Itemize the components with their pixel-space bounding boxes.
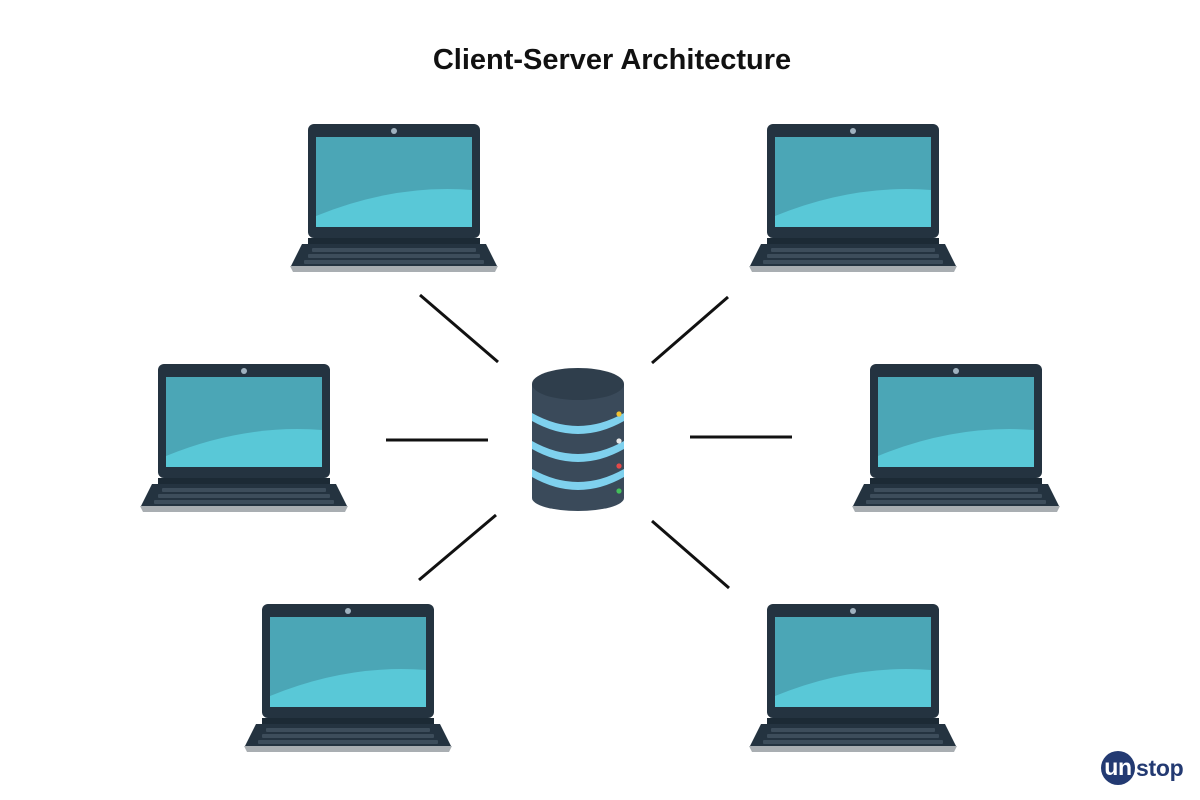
connector-line-bottom-left <box>418 513 497 582</box>
database-server-icon <box>532 368 624 511</box>
logo-lead: un <box>1101 751 1135 785</box>
server-status-led <box>616 411 622 417</box>
client-bottom-left <box>244 604 452 752</box>
connector-line-top-right <box>651 295 729 365</box>
client-bottom-right <box>749 604 957 752</box>
unstop-logo: un stop <box>1101 751 1184 785</box>
connector-line-bottom-right <box>651 519 730 590</box>
client-top-right <box>749 124 957 272</box>
logo-rest: stop <box>1136 754 1184 781</box>
connector-line-top-left <box>419 293 499 364</box>
server-status-led <box>616 463 622 469</box>
diagram-title: Client-Server Architecture <box>432 44 792 76</box>
client-middle-right <box>852 364 1060 512</box>
server-status-led <box>616 438 622 444</box>
client-middle-left <box>140 364 348 512</box>
client-top-left <box>290 124 498 272</box>
server-status-led <box>616 488 622 494</box>
